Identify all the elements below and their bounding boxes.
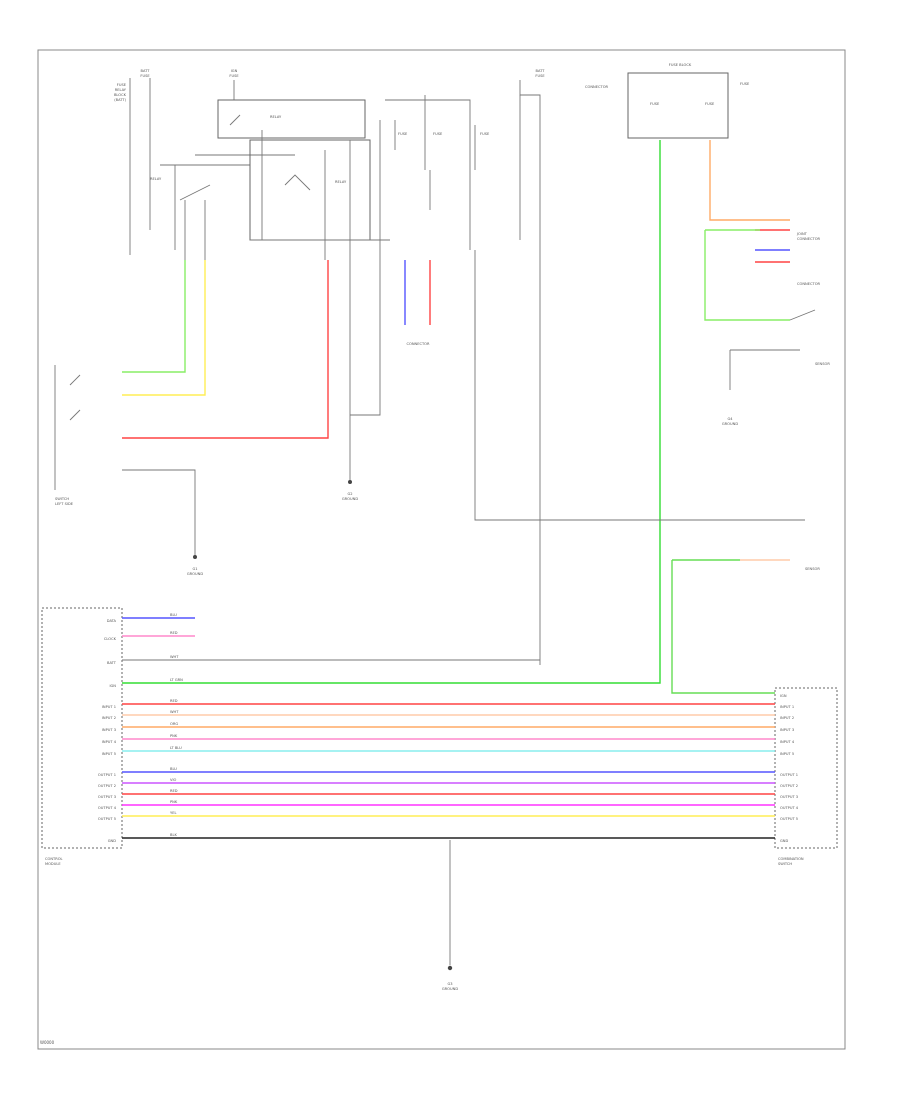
right-pin-label: OUTPUT 4 bbox=[780, 806, 799, 810]
right-pin-label: IGN bbox=[780, 694, 787, 698]
wire-code-label: RED bbox=[170, 789, 178, 793]
wire-code-label: PNK bbox=[170, 734, 178, 738]
right-pin-label: OUTPUT 5 bbox=[780, 817, 798, 821]
ground-mid-symbol bbox=[348, 480, 352, 484]
wire-code-label: LT BLU bbox=[170, 746, 182, 750]
left-pin-label: OUTPUT 5 bbox=[98, 817, 116, 821]
wire-code-label: YEL bbox=[170, 811, 176, 815]
wire-code-label: BLU bbox=[170, 613, 177, 617]
wire-code-label: LT GRN bbox=[170, 678, 183, 682]
top-right-fuse-block: FUSE BLOCK FUSE FUSE FUSE bbox=[627, 63, 750, 139]
right-pin-label: INPUT 3 bbox=[780, 728, 794, 732]
label-right-joint-note: CONNECTOR bbox=[797, 282, 821, 286]
left-pin-label: OUTPUT 4 bbox=[98, 806, 117, 810]
diagram-border bbox=[37, 49, 846, 1050]
wire-code-label: WHT bbox=[170, 710, 179, 714]
left-pin-label: CLOCK bbox=[104, 637, 117, 641]
ground-left-symbol bbox=[193, 555, 197, 559]
right-pin-label: GND bbox=[780, 839, 788, 843]
left-pin-label: OUTPUT 2 bbox=[98, 784, 116, 788]
right-pin-label: OUTPUT 3 bbox=[780, 795, 798, 799]
right-middle-sensor-group: SENSOR bbox=[672, 559, 820, 571]
label-fuse-3: FUSE bbox=[480, 132, 490, 136]
left-relay-cluster: RELAY bbox=[150, 154, 295, 260]
wire-code-label: PNK bbox=[170, 800, 178, 804]
wire-code-label: RED bbox=[170, 631, 178, 635]
left-pin-label: OUTPUT 3 bbox=[98, 795, 116, 799]
wire-code-label: BLU bbox=[170, 767, 177, 771]
footer-code: W0000 bbox=[40, 1040, 55, 1045]
left-pin-label: INPUT 5 bbox=[102, 752, 116, 756]
left-pin-label: INPUT 4 bbox=[102, 740, 117, 744]
label-connector-mid: CONNECTOR bbox=[406, 342, 430, 346]
wire-green-left bbox=[122, 260, 186, 373]
wire-code-label: VIO bbox=[170, 778, 177, 782]
right-pin-label: INPUT 2 bbox=[780, 716, 794, 720]
left-pin-label: INPUT 3 bbox=[102, 728, 116, 732]
bus-lines bbox=[122, 703, 775, 839]
label-right-sensor: SENSOR bbox=[815, 362, 830, 366]
label-top-connector: CONNECTOR bbox=[585, 85, 609, 89]
left-pin-label: INPUT 2 bbox=[102, 716, 116, 720]
label-fuse-2: FUSE bbox=[433, 132, 443, 136]
right-pin-label: INPUT 1 bbox=[780, 705, 794, 709]
wire-green-main bbox=[122, 140, 661, 684]
right-pin-label: OUTPUT 1 bbox=[780, 773, 798, 777]
label-top-right-box: FUSE BLOCK bbox=[669, 63, 692, 67]
left-pin-label: OUTPUT 1 bbox=[98, 773, 116, 777]
label-fuse-c: FUSE bbox=[740, 82, 750, 86]
left-pin-label: BATT bbox=[107, 661, 117, 665]
left-pin-label: IGN bbox=[109, 684, 116, 688]
left-pin-label: INPUT 1 bbox=[102, 705, 116, 709]
wire-red-vertical bbox=[122, 260, 329, 439]
label-fuse-b: FUSE bbox=[705, 102, 715, 106]
label-right-sensor2: SENSOR bbox=[805, 567, 820, 571]
left-pin-labels: DATA CLOCK BATT IGN INPUT 1 INPUT 2 INPUT 3 INP… bbox=[98, 619, 117, 843]
right-pin-labels: IGN INPUT 1 INPUT 2 INPUT 3 INPUT 4 INPUT 5 OU… bbox=[780, 694, 799, 843]
wire-code-label: RED bbox=[170, 699, 178, 703]
label-left-relay: RELAY bbox=[150, 177, 162, 181]
wire-yellow-left bbox=[122, 260, 206, 396]
top-fuse-row: FUSE FUSE FUSE bbox=[385, 95, 490, 250]
wire-orange-right bbox=[709, 140, 790, 221]
label-fuse-1: FUSE bbox=[398, 132, 408, 136]
ground-bottom-symbol bbox=[447, 965, 453, 971]
label-fuse-a: FUSE bbox=[650, 102, 660, 106]
wire-code-label: WHT bbox=[170, 655, 179, 659]
label-main-relay: RELAY bbox=[270, 115, 282, 119]
wire-code-label: ORG bbox=[170, 722, 178, 726]
right-pin-label: INPUT 4 bbox=[780, 740, 795, 744]
wire-green-right bbox=[671, 560, 775, 694]
right-pin-label: INPUT 5 bbox=[780, 752, 794, 756]
wire-code-labels: BLU RED WHT LT GRN RED WHT ORG PNK LT BLU BLU VIO R… bbox=[170, 613, 183, 837]
label-right-relay: RELAY bbox=[335, 180, 347, 184]
left-pin-label: DATA bbox=[107, 619, 117, 623]
right-pin-label: OUTPUT 2 bbox=[780, 784, 798, 788]
wire-green-joint bbox=[704, 230, 790, 321]
wire-code-label: BLK bbox=[170, 833, 177, 837]
left-pin-label: GND bbox=[108, 839, 116, 843]
